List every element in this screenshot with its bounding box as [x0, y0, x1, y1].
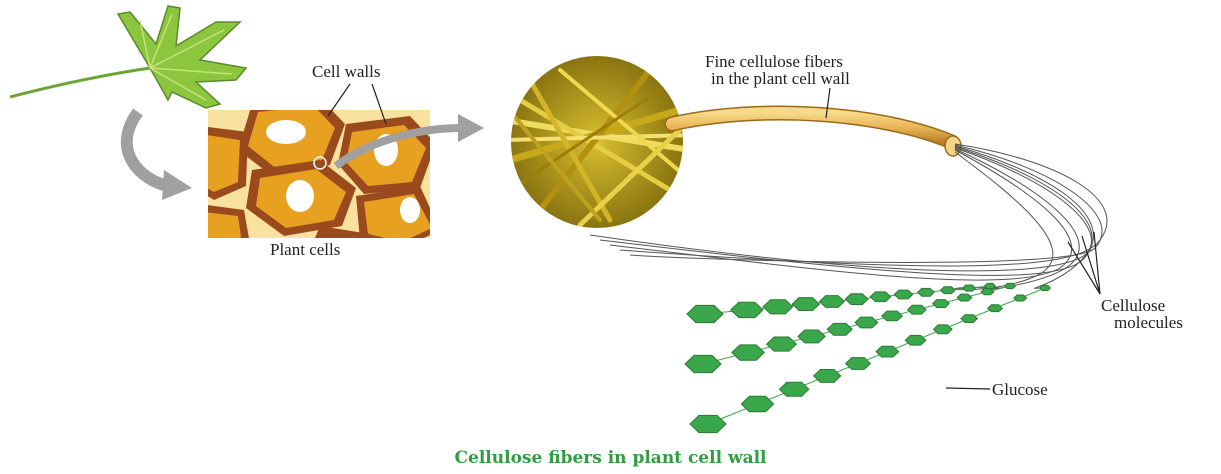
glucose-unit	[690, 415, 726, 432]
glucose-unit	[933, 300, 950, 308]
glucose-unit	[798, 330, 825, 343]
glucose-unit	[870, 292, 891, 302]
cellulose-strand	[630, 145, 1102, 262]
glucose-unit	[934, 325, 953, 334]
glucose-unit	[685, 355, 721, 372]
glucose-unit	[981, 289, 994, 295]
glucose-unit	[988, 305, 1003, 312]
glucose-unit	[894, 290, 912, 299]
glucose-chains	[685, 283, 1050, 432]
glucose-label: Glucose	[992, 380, 1048, 399]
glucose-unit	[908, 305, 927, 314]
glucose-unit	[741, 396, 773, 411]
glucose-unit	[882, 311, 903, 321]
glucose-unit	[1014, 295, 1027, 301]
fibers-label-line2: in the plant cell wall	[711, 69, 850, 88]
molecules-label-line2: molecules	[1114, 313, 1183, 332]
glucose-unit	[963, 285, 976, 291]
cellulose-strand	[955, 147, 1092, 288]
glucose-pointer	[946, 388, 990, 389]
cell-walls-label: Cell walls	[312, 62, 380, 81]
glucose-unit	[687, 305, 723, 322]
glucose-unit	[779, 382, 809, 396]
glucose-unit	[961, 315, 977, 323]
glucose-unit	[827, 323, 852, 335]
glucose-unit	[792, 298, 819, 311]
cellulose-fiber-rod	[672, 113, 961, 156]
curved-arrow-icon	[127, 112, 192, 200]
glucose-unit	[845, 294, 868, 305]
glucose-unit	[905, 335, 926, 345]
glucose-unit	[763, 300, 793, 314]
leaf-icon	[10, 6, 246, 108]
plant-cells-label: Plant cells	[270, 240, 340, 259]
glucose-unit	[876, 346, 899, 357]
glucose-unit	[1040, 285, 1051, 290]
glucose-unit	[918, 288, 934, 296]
glucose-unit	[846, 358, 871, 370]
glucose-unit	[855, 317, 878, 328]
cellulose-strand	[620, 144, 1107, 266]
fiber-micrograph	[505, 56, 690, 228]
glucose-unit	[820, 296, 845, 308]
glucose-unit	[767, 337, 797, 351]
glucose-unit	[1005, 283, 1016, 288]
diagram-caption: Cellulose fibers in plant cell wall	[0, 448, 1221, 468]
glucose-unit	[985, 283, 996, 288]
glucose-unit	[731, 302, 763, 317]
plant-cells-illustration	[198, 96, 440, 250]
glucose-unit	[732, 345, 764, 360]
glucose-unit	[957, 294, 972, 301]
glucose-unit	[814, 370, 841, 383]
glucose-unit	[941, 287, 956, 294]
